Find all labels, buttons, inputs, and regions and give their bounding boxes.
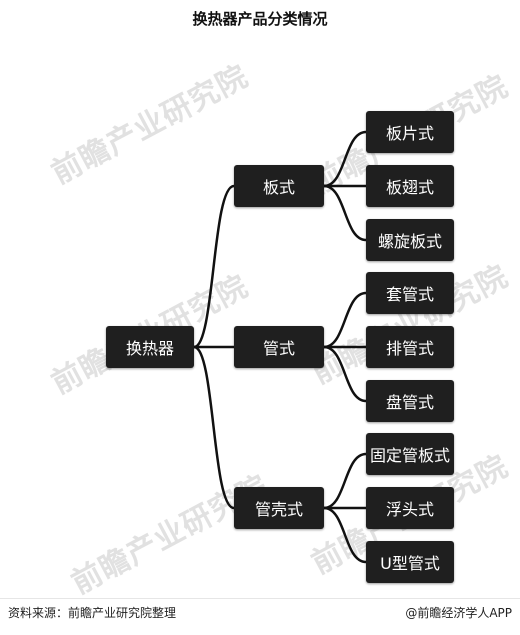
leaf-node: U型管式 [366,541,454,583]
leaf-node: 套管式 [366,272,454,314]
group-node-bankshi: 板式 [234,165,324,207]
source-note: 资料来源：前瞻产业研究院整理 [8,606,177,620]
leaf-node: 螺旋板式 [366,219,454,261]
connector-bankshi-3 [322,184,368,242]
connector-root-guankeshi [192,345,236,510]
root-node: 换热器 [106,326,194,368]
connector-guanshi-1 [322,291,368,349]
connector-guankeshi-1 [322,452,368,510]
connector-root-bankshi [192,184,236,349]
connector-guanshi-3 [322,345,368,403]
leaf-node: 板翅式 [366,165,454,207]
connector-bankshi-1 [322,130,368,188]
brand-credit: @前瞻经济学人APP [405,606,512,620]
connector-guankeshi-3 [322,506,368,564]
leaf-node: 浮头式 [366,487,454,529]
leaf-node: 固定管板式 [366,433,454,475]
page-title: 换热器产品分类情况 [192,10,328,28]
group-node-guanshi: 管式 [234,326,324,368]
leaf-node: 盘管式 [366,380,454,422]
footer-divider [0,598,520,599]
leaf-node: 板片式 [366,111,454,153]
group-node-guankeshi: 管壳式 [234,487,324,529]
leaf-node: 排管式 [366,326,454,368]
